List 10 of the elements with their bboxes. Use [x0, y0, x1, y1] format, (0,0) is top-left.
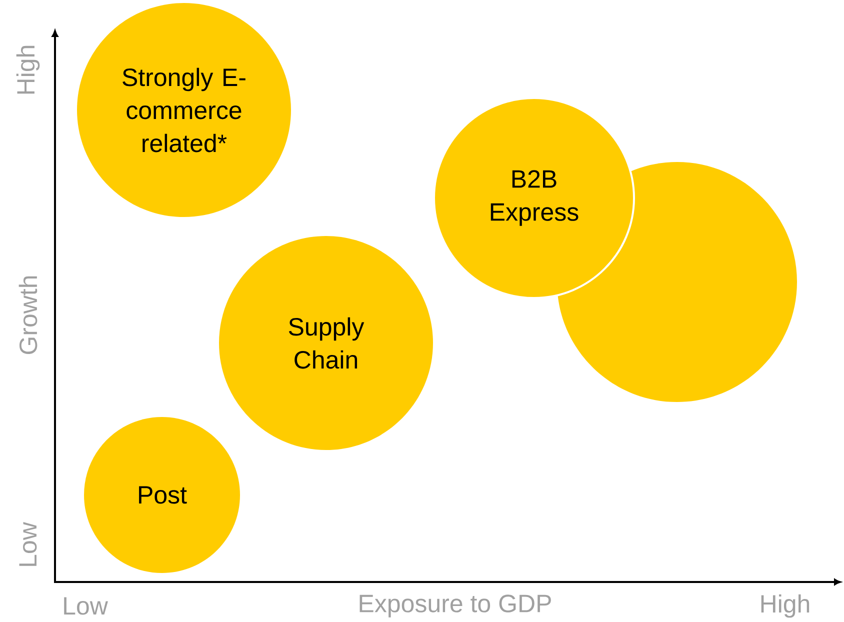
bubble: B2B Express	[433, 97, 635, 299]
axis-label: High	[16, 46, 40, 94]
bubble: Strongly E-commerce related*	[77, 3, 291, 217]
axis-label: Growth	[18, 276, 38, 354]
axis-label: Low	[64, 597, 108, 615]
bubble: Supply Chain	[219, 236, 433, 450]
axis-label: Exposure to GDP	[360, 594, 551, 618]
bubble: Post	[84, 417, 240, 573]
axis-label: High	[761, 594, 810, 618]
axis-label: Low	[19, 522, 37, 566]
